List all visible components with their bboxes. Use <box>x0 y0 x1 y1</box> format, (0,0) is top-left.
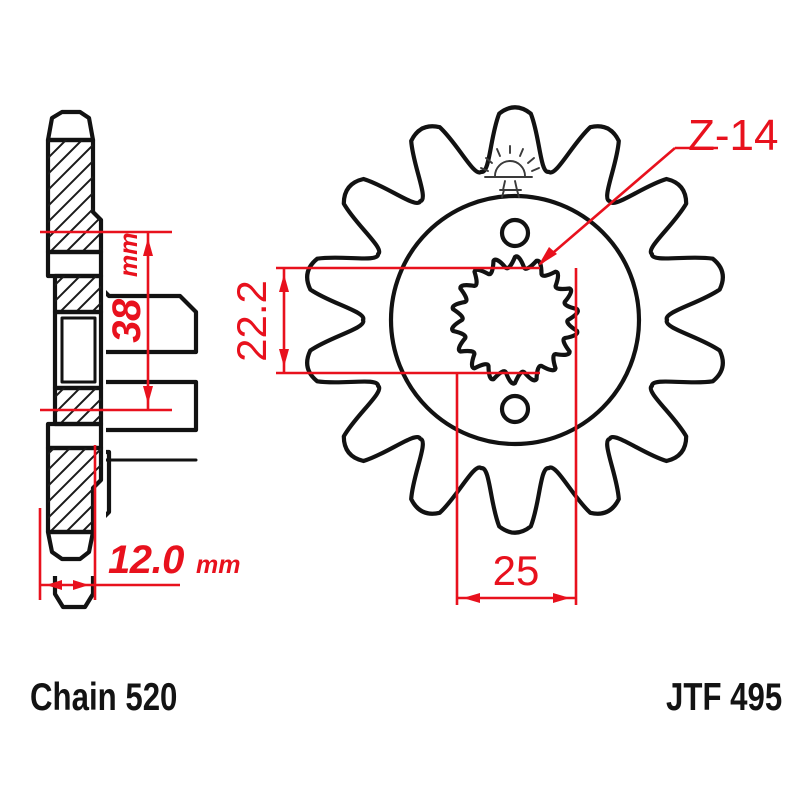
dimension-38mm-value: 38 <box>105 298 149 343</box>
spline-bore <box>450 254 580 386</box>
sprocket-outline <box>305 105 725 535</box>
dimension-12mm-unit: mm <box>196 551 240 579</box>
callout-z14: Z-14 <box>538 111 778 266</box>
dimension-12mm: 12.0 mm <box>38 445 240 600</box>
face-view-group <box>305 105 725 535</box>
section-view-group <box>36 104 199 610</box>
dimension-12mm-value: 12.0 <box>108 538 184 582</box>
dimension-25: 25 <box>455 268 578 605</box>
dimension-38mm-unit: mm <box>115 233 143 277</box>
dimension-25-value: 25 <box>493 547 540 594</box>
section-inner-web <box>91 350 198 462</box>
bolt-hole-bottom <box>499 393 531 425</box>
bolt-hole-top <box>499 217 531 249</box>
dimension-22-2: 22.2 <box>228 266 540 375</box>
dimension-22-2-value: 22.2 <box>228 280 275 362</box>
sunburst-mark-icon <box>480 145 540 198</box>
dimension-38mm: 38 mm <box>40 230 172 412</box>
callout-z14-label: Z-14 <box>688 111 778 160</box>
hub-circle <box>388 193 642 447</box>
